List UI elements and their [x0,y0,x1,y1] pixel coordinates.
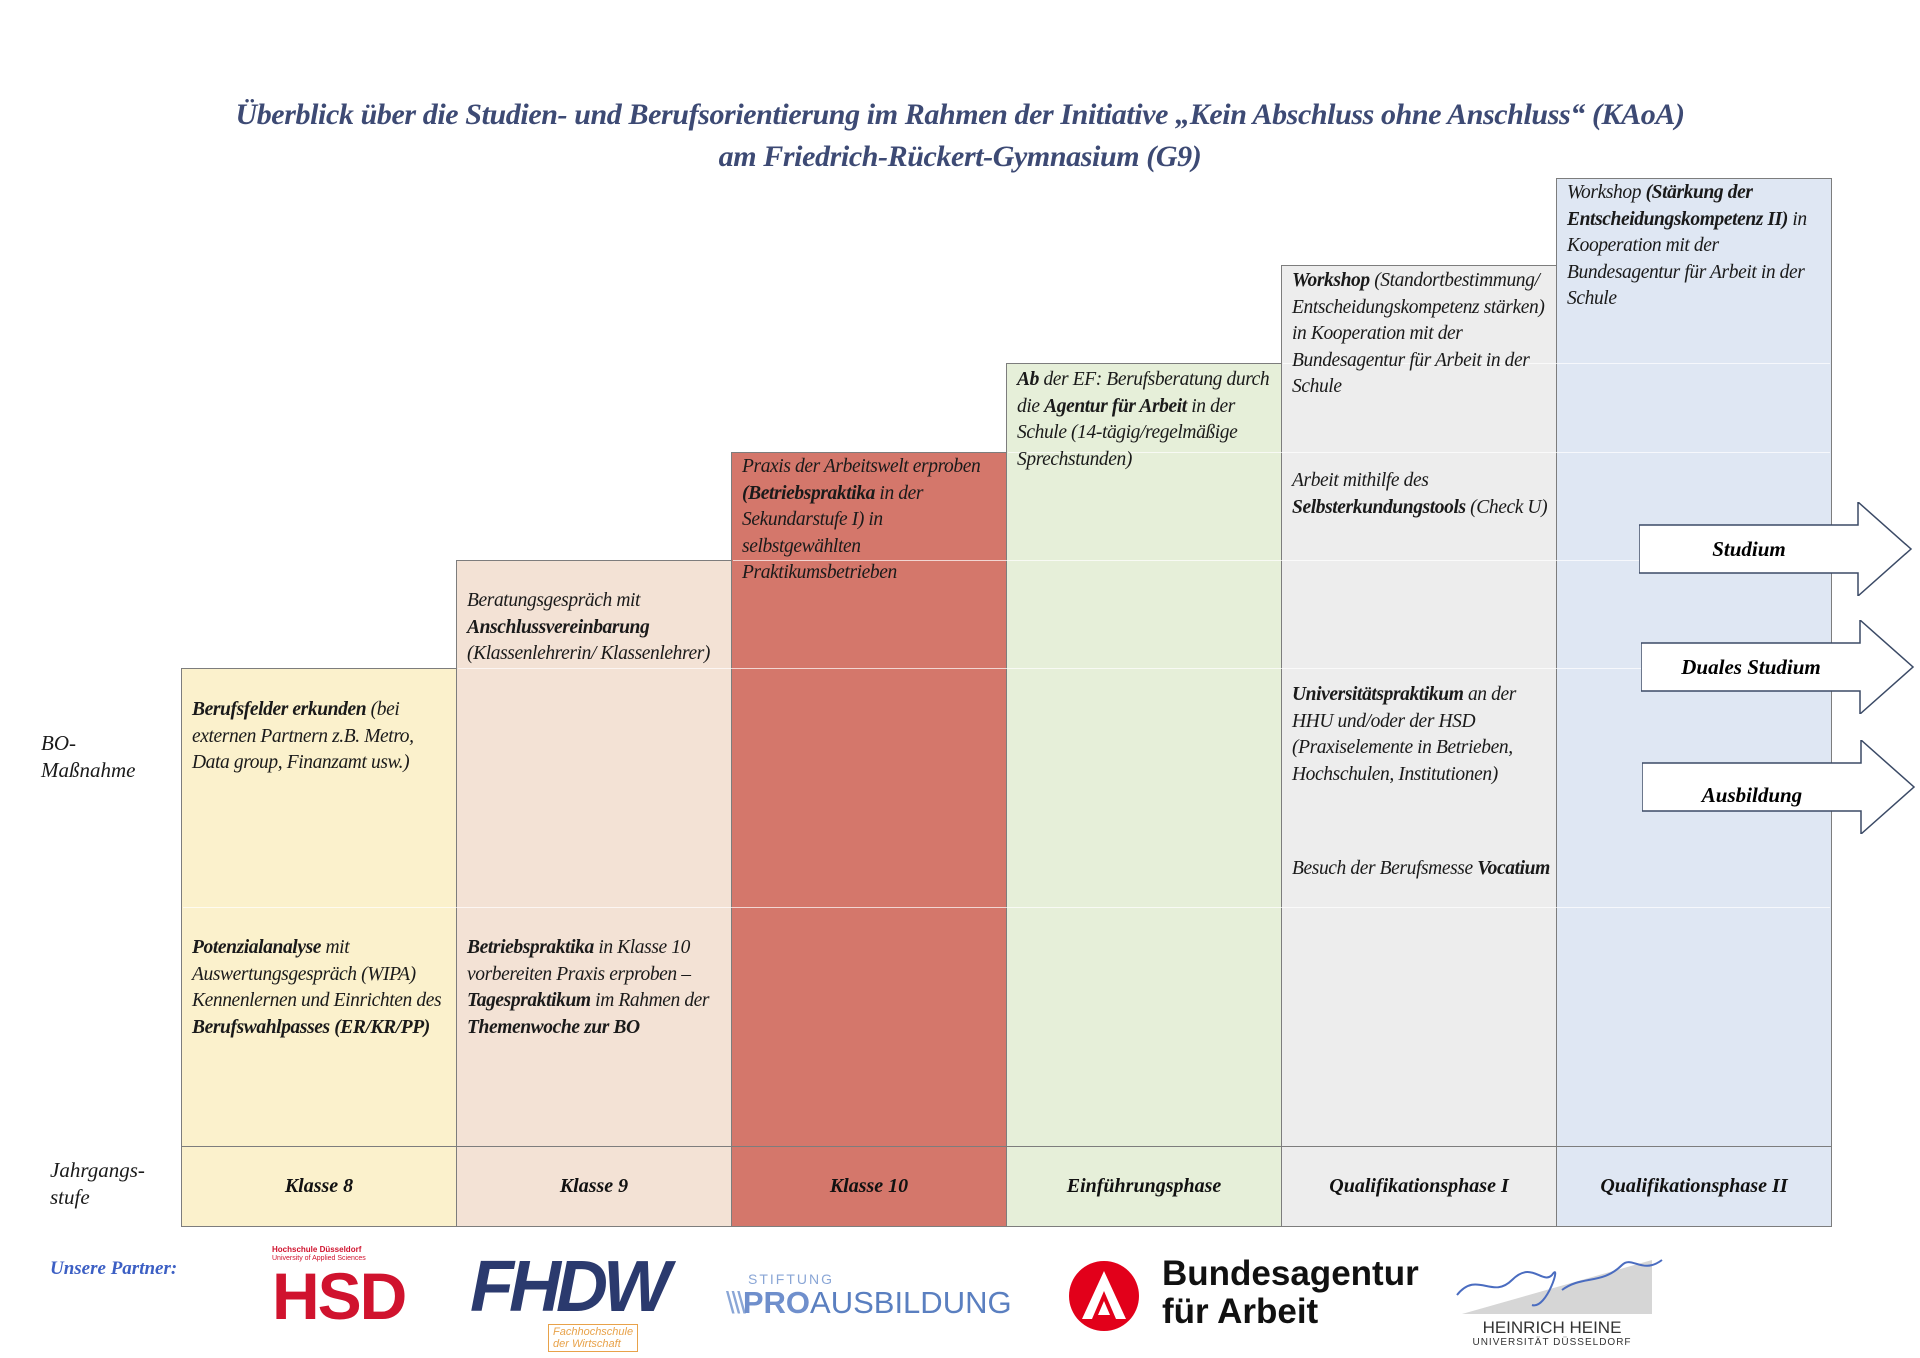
grade-ef: Einführungsphase [1006,1146,1282,1227]
logo-ba-line2: für Arbeit [1162,1292,1319,1331]
arrow-studium: Studium [1638,500,1914,598]
grade-klasse-8: Klasse 8 [181,1146,457,1227]
row-label-measure: BO- Maßnahme [41,730,135,784]
column-klasse-9-texts: Beratungsgespräch mit Anschlussvereinbar… [467,588,725,1041]
column-q2-texts: Workshop (Stärkung der Entscheidungskomp… [1567,180,1825,313]
arrow-duales-studium: Duales Studium [1640,618,1916,716]
logo-hsd-text: HSD [272,1259,407,1333]
row-label-grade-2: stufe [50,1185,90,1209]
arrow-label: Studium [1712,536,1786,561]
text-berufsfelder: Berufsfelder erkunden (bei externen Part… [192,699,414,774]
logo-fhdw-sub1: Fachhochschule [553,1326,634,1338]
arrow-label: Duales Studium [1681,654,1821,679]
text-praxis-arbeitswelt: Praxis der Arbeitswelt erproben (Betrieb… [742,456,981,584]
row-label-grade: Jahrgangs- stufe [50,1157,145,1211]
grade-klasse-9: Klasse 9 [456,1146,732,1227]
logo-hsd-sub2: University of Applied Sciences [272,1255,366,1262]
arrow-ausbildung: Ausbildung [1641,738,1917,836]
logo-stiftung-pro: PRO [742,1285,811,1320]
logo-hhu-line2: UNIVERSITÄT DÜSSELDORF [1472,1337,1632,1348]
page-title: Überblick über die Studien- und Berufsor… [235,98,1685,131]
column-ef [1006,363,1282,1147]
page-subtitle: am Friedrich-Rückert-Gymnasium (G9) [718,140,1202,173]
logo-stiftung-proausbildung: STIFTUNG \\\PROAUSBILDUNG [726,1272,1046,1322]
grade-q1: Qualifikationsphase I [1281,1146,1557,1227]
grid-line [1283,363,1830,364]
arrow-right-icon [1638,500,1913,598]
logo-hsd-sub1: Hochschule Düsseldorf [272,1245,362,1254]
signature-icon [1456,1259,1663,1314]
column-q1-texts: Workshop (Standortbestimmung/ Entscheidu… [1292,268,1550,883]
grid-line [183,907,1830,908]
logo-stiftung-pre: STIFTUNG [748,1271,834,1287]
column-klasse-10-texts: Praxis der Arbeitswelt erproben (Betrieb… [742,454,997,587]
grid-line [458,668,1830,669]
row-label-measure-2: Maßnahme [41,758,136,782]
arrow-label: Ausbildung [1701,782,1803,807]
column-klasse-8-texts: Berufsfelder erkunden (bei externen Part… [192,697,450,1041]
logo-ba-line1: Bundesagentur [1162,1254,1419,1293]
text-berufsmesse: Besuch der Berufsmesse Vocatium [1292,858,1550,879]
grade-klasse-10: Klasse 10 [731,1146,1007,1227]
logo-heinrich-heine: HEINRICH HEINE UNIVERSITÄT DÜSSELDORF [1452,1250,1670,1350]
grade-q2: Qualifikationsphase II [1556,1146,1832,1227]
column-q1 [1281,265,1557,1147]
logo-fhdw-sub2: der Wirtschaft [553,1338,621,1350]
logo-stiftung-rest: AUSBILDUNG [810,1285,1012,1320]
arrow-right-icon [1640,618,1915,716]
text-selbsterkundung: Arbeit mithilfe des Selbsterkundungstool… [1292,470,1548,518]
text-betriebspraktika-vorbereiten: Betriebspraktika in Klasse 10 vorbereite… [467,937,710,1038]
logo-hsd: Hochschule Düsseldorf University of Appl… [272,1245,432,1335]
row-label-measure-1: BO- [41,731,76,755]
text-potenzialanalyse: Potenzialanalyse mit Auswertungsgespräch… [192,937,442,1038]
text-beratungsgespraech: Beratungsgespräch mit Anschlussvereinbar… [467,590,711,665]
logo-bundesagentur: Bundesagentur für Arbeit [1068,1255,1428,1335]
logo-fhdw: FHDW Fachhochschule der Wirtschaft [470,1247,685,1352]
row-label-grade-1: Jahrgangs- [50,1158,145,1182]
logo-fhdw-text: FHDW [470,1247,671,1327]
text-workshop-entscheidung: Workshop (Stärkung der Entscheidungskomp… [1567,182,1807,310]
logo-stripes-icon: \\\ [726,1285,746,1320]
text-universitaetspraktikum: Universitätspraktikum an der HHU und/ode… [1292,684,1516,785]
grid-line [1008,452,1830,453]
text-workshop-standort: Workshop (Standortbestimmung/ Entscheidu… [1292,270,1545,398]
partners-label: Unsere Partner: [50,1258,178,1279]
ba-logo-icon [1069,1261,1139,1331]
column-klasse-9 [456,560,732,1147]
column-ef-texts: Ab der EF: Berufsberatung durch die Agen… [1017,367,1275,473]
grid-line [733,560,1830,561]
text-berufsberatung: Ab der EF: Berufsberatung durch die Agen… [1017,369,1270,470]
logo-hhu-line1: HEINRICH HEINE [1482,1318,1622,1337]
arrow-right-icon [1641,738,1916,836]
